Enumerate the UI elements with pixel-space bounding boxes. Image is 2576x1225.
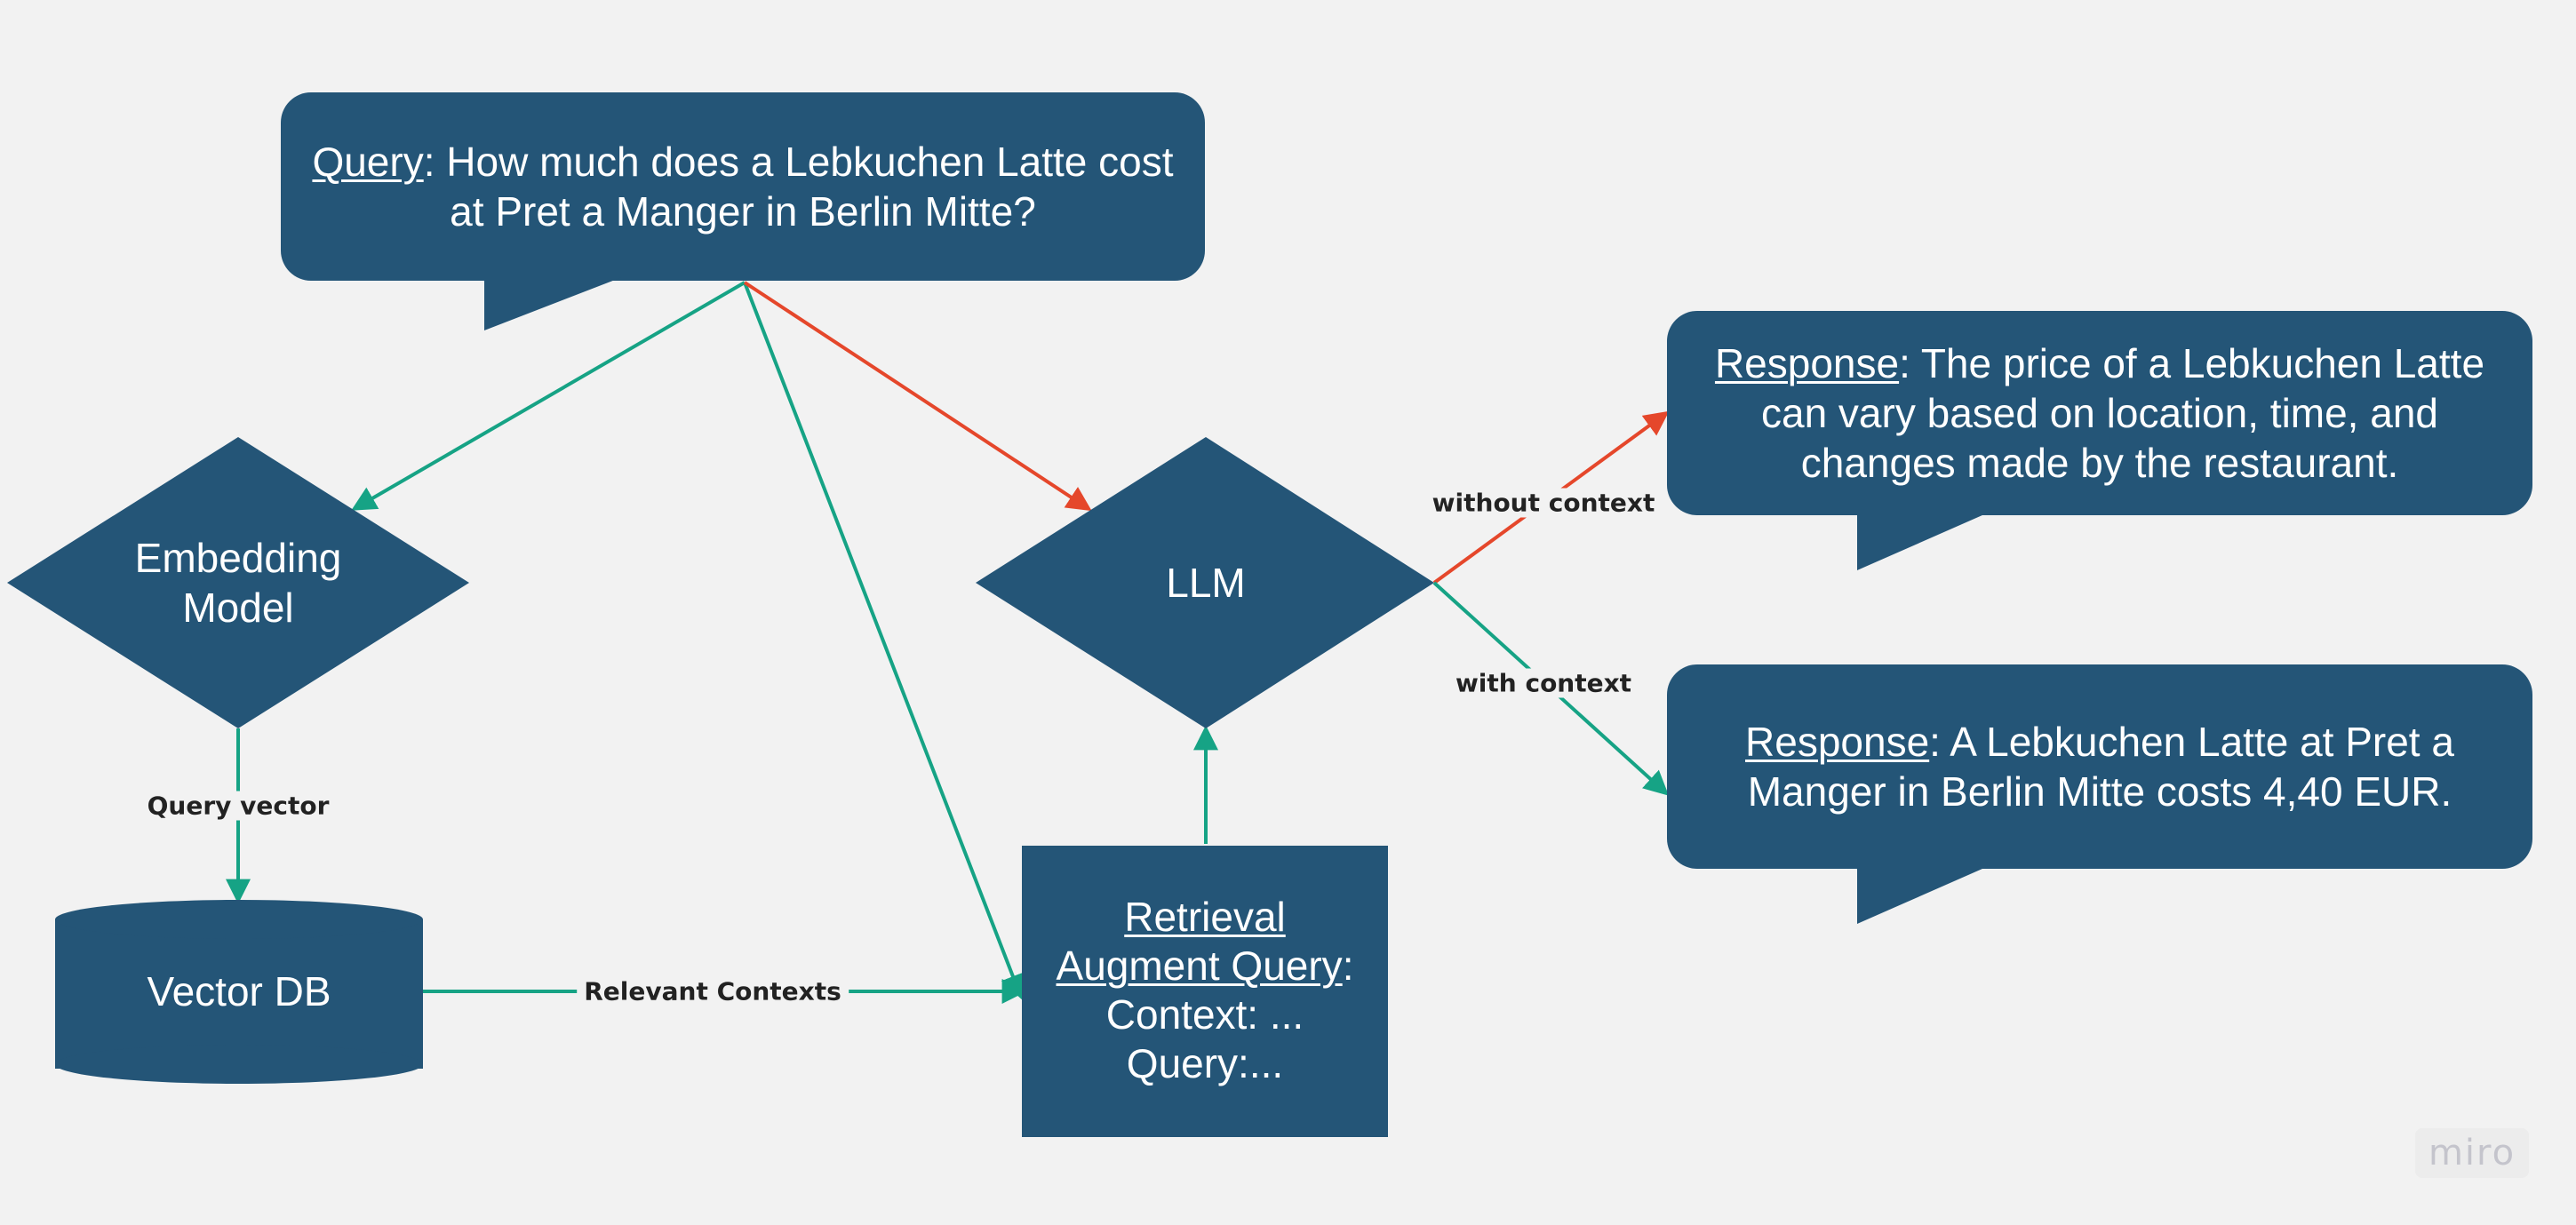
retrieval-colon: : <box>1342 942 1354 989</box>
edge-label-without-context: without context <box>1424 488 1663 518</box>
retrieval-context-line: Context: ... <box>1105 991 1304 1038</box>
vector-db-label: Vector DB <box>147 967 331 1014</box>
response-no-context-content: : The price of a Lebkuchen Latte can var… <box>1760 339 2485 487</box>
query-label: Query <box>312 138 424 185</box>
miro-logo[interactable]: miro <box>2415 1128 2529 1178</box>
edge-query-to-retrieval <box>743 282 1025 1000</box>
response-context-label: Response <box>1745 718 1930 765</box>
edge-query-to-llm <box>743 281 1092 512</box>
response-no-context-text: Response: The price of a Lebkuchen Latte… <box>1685 327 2515 499</box>
llm-label: LLM <box>1166 559 1246 606</box>
edge-label-with-context: with context <box>1448 668 1639 698</box>
query-text: Query: How much does a Lebkuchen Latte c… <box>299 110 1187 263</box>
retrieval-label-line1: Retrieval <box>1124 893 1286 940</box>
embedding-model-line2: Model <box>182 585 294 631</box>
vector-db-text: Vector DB <box>55 956 423 1027</box>
llm-diamond <box>976 437 1434 728</box>
embedding-model-line1: Embedding <box>134 534 342 581</box>
retrieval-label-line2: Augment Query <box>1056 942 1343 989</box>
query-bubble <box>281 92 1205 330</box>
retrieval-text: Retrieval Augment Query: Context: ... Qu… <box>1022 879 1388 1102</box>
response-no-context-bubble <box>1667 311 2532 570</box>
response-context-content: : A Lebkuchen Latte at Pret a Manger in … <box>1747 718 2454 815</box>
llm-text: LLM <box>1073 547 1339 618</box>
edge-label-query-vector: Query vector <box>140 791 337 821</box>
retrieval-box <box>1022 846 1388 1137</box>
response-context-bubble <box>1667 664 2532 924</box>
response-no-context-label: Response <box>1714 339 1900 386</box>
query-content: : How much does a Lebkuchen Latte cost a… <box>423 138 1174 235</box>
embedding-model-text: Embedding Model <box>78 524 398 641</box>
response-context-text: Response: A Lebkuchen Latte at Pret a Ma… <box>1706 680 2493 853</box>
edge-query-to-embedding <box>351 281 746 511</box>
retrieval-query-line: Query:... <box>1126 1040 1284 1087</box>
vector-db-cylinder <box>55 900 423 1084</box>
embedding-model-diamond <box>7 437 469 728</box>
edge-label-relevant-contexts: Relevant Contexts <box>577 976 849 1006</box>
